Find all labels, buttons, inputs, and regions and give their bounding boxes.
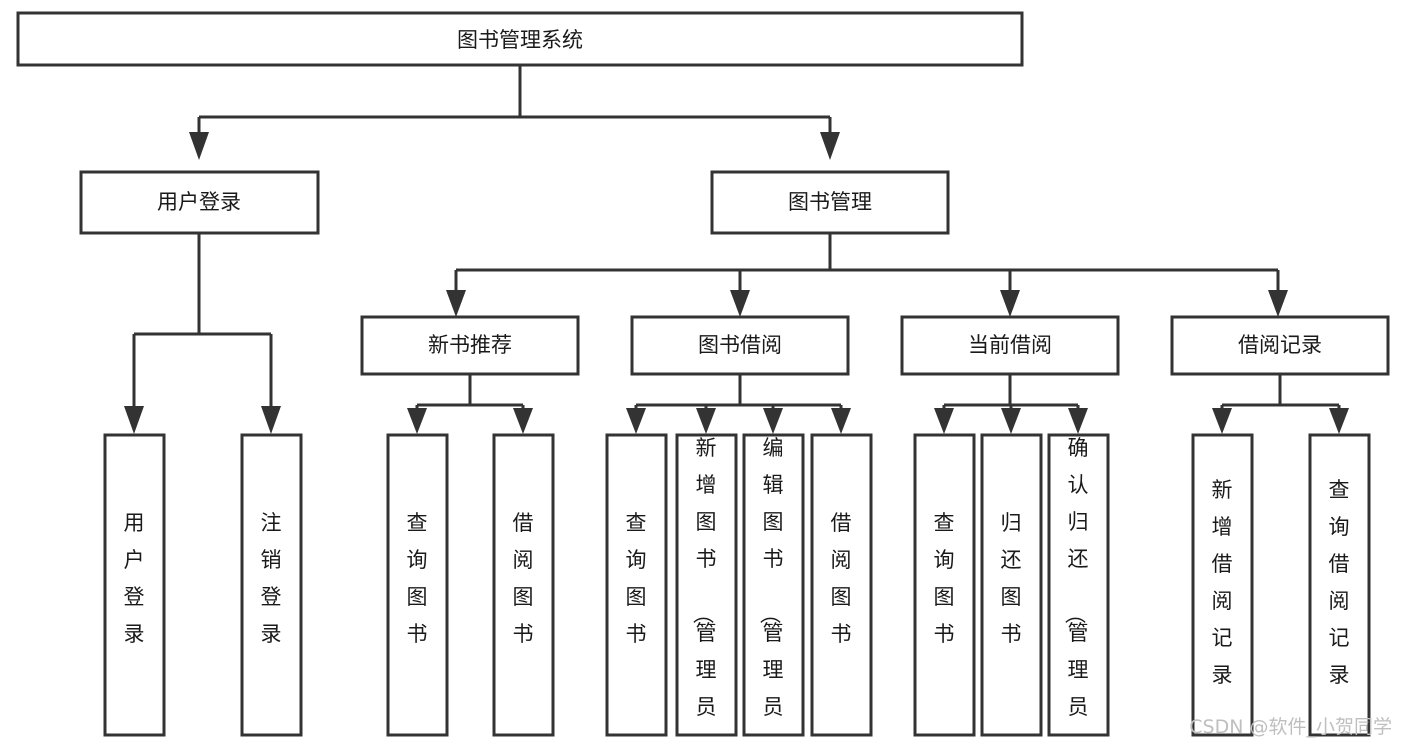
arrow-head-icon [1068,408,1088,434]
node-label-leaf: 查询借阅记录 [1329,478,1350,687]
node-box [605,433,668,737]
node-user-login[interactable]: 用户登录 [79,170,320,235]
arrow-head-icon [1268,290,1288,317]
node-label-leaf: 新增图书（管理员） [691,436,717,747]
node-leaf-borrow-book[interactable]: 借阅图书 [810,433,873,737]
connector-userlogin-to-leaves [124,233,281,434]
node-book-borrow[interactable]: 图书借阅 [630,315,850,376]
node-box [1308,433,1371,737]
node-borrow-record[interactable]: 借阅记录 [1170,315,1390,376]
arrow-head-icon [124,406,144,434]
connector-currentborrow-to-leaves [934,374,1088,434]
node-box [360,315,580,376]
node-label-root: 图书管理系统 [457,28,583,52]
node-leaf-search-borrow-record[interactable]: 查询借阅记录 [1308,433,1371,737]
node-new-book-recommend[interactable]: 新书推荐 [360,315,580,376]
arrow-head-icon [934,408,954,434]
connector-bookmanage-to-level2 [446,233,1288,317]
node-box [240,433,303,737]
node-label-leaf: 用户登录 [124,511,145,646]
node-root-system[interactable]: 图书管理系统 [16,11,1024,67]
node-leaf-confirm-return-admin[interactable]: 确认归还（管理员） [1047,433,1110,747]
node-label-current-borrow: 当前借阅 [968,333,1052,357]
node-box [980,433,1043,737]
node-box [742,433,805,737]
node-label-leaf: 查询图书 [626,511,647,646]
node-label-leaf: 查询图书 [407,511,428,646]
watermark: CSDN @软件_小贺同学 [1189,716,1392,738]
node-label-leaf: 编辑图书（管理员） [758,436,784,747]
node-label-borrow-record: 借阅记录 [1238,333,1322,357]
arrow-head-icon [696,408,716,434]
node-leaf-user-login[interactable]: 用户登录 [103,433,166,737]
node-box [913,433,976,737]
node-label-user-login: 用户登录 [157,190,241,214]
node-leaf-edit-book-admin[interactable]: 编辑图书（管理员） [742,433,805,747]
arrow-head-icon [189,132,209,160]
node-leaf-borrow-book-recommend[interactable]: 借阅图书 [492,433,555,737]
arrow-head-icon [407,408,427,434]
arrow-head-icon [831,408,851,434]
connector-newbook-to-leaves [407,374,533,434]
arrow-head-icon [1001,408,1021,434]
node-current-borrow[interactable]: 当前借阅 [900,315,1120,376]
connector-bookborrow-to-leaves [626,374,851,434]
node-box [1170,315,1390,376]
node-label-new-book-recommend: 新书推荐 [428,333,512,357]
node-box [710,170,950,235]
node-label-leaf: 新增借阅记录 [1212,478,1233,687]
node-box [386,433,449,737]
node-box [16,11,1024,67]
node-label-leaf: 注销登录 [261,511,282,646]
node-box [630,315,850,376]
connector-root-to-level1 [189,65,840,160]
node-box [675,433,738,737]
node-box [79,170,320,235]
node-box [492,433,555,737]
node-label-leaf: 查询图书 [934,511,955,646]
arrow-head-icon [1212,408,1232,434]
connector-borrowrecord-to-leaves [1212,374,1349,434]
arrow-head-icon [730,290,750,317]
node-label-leaf: 借阅图书 [831,511,852,646]
node-leaf-search-book[interactable]: 查询图书 [605,433,668,737]
node-label-leaf: 借阅图书 [513,511,534,646]
arrow-head-icon [1000,290,1020,317]
node-leaf-add-borrow-record[interactable]: 新增借阅记录 [1191,433,1254,737]
node-label-book-management: 图书管理 [788,190,872,214]
arrow-head-icon [513,408,533,434]
arrow-head-icon [820,132,840,160]
node-leaf-logout[interactable]: 注销登录 [240,433,303,737]
node-leaf-search-book-recommend[interactable]: 查询图书 [386,433,449,737]
node-label-leaf: 确认归还（管理员） [1063,436,1089,747]
node-label-book-borrow: 图书借阅 [698,333,782,357]
node-leaf-add-book-admin[interactable]: 新增图书（管理员） [675,433,738,747]
node-leaf-return-book[interactable]: 归还图书 [980,433,1043,737]
node-leaf-search-book-current[interactable]: 查询图书 [913,433,976,737]
arrow-head-icon [1329,408,1349,434]
arrow-head-icon [261,406,281,434]
node-box [1191,433,1254,737]
arrow-head-icon [763,408,783,434]
node-label-leaf: 归还图书 [1001,511,1022,646]
node-box [810,433,873,737]
arrow-head-icon [446,290,466,317]
node-box [900,315,1120,376]
node-book-management[interactable]: 图书管理 [710,170,950,235]
node-box [1047,433,1110,737]
node-box [103,433,166,737]
arrow-head-icon [626,408,646,434]
